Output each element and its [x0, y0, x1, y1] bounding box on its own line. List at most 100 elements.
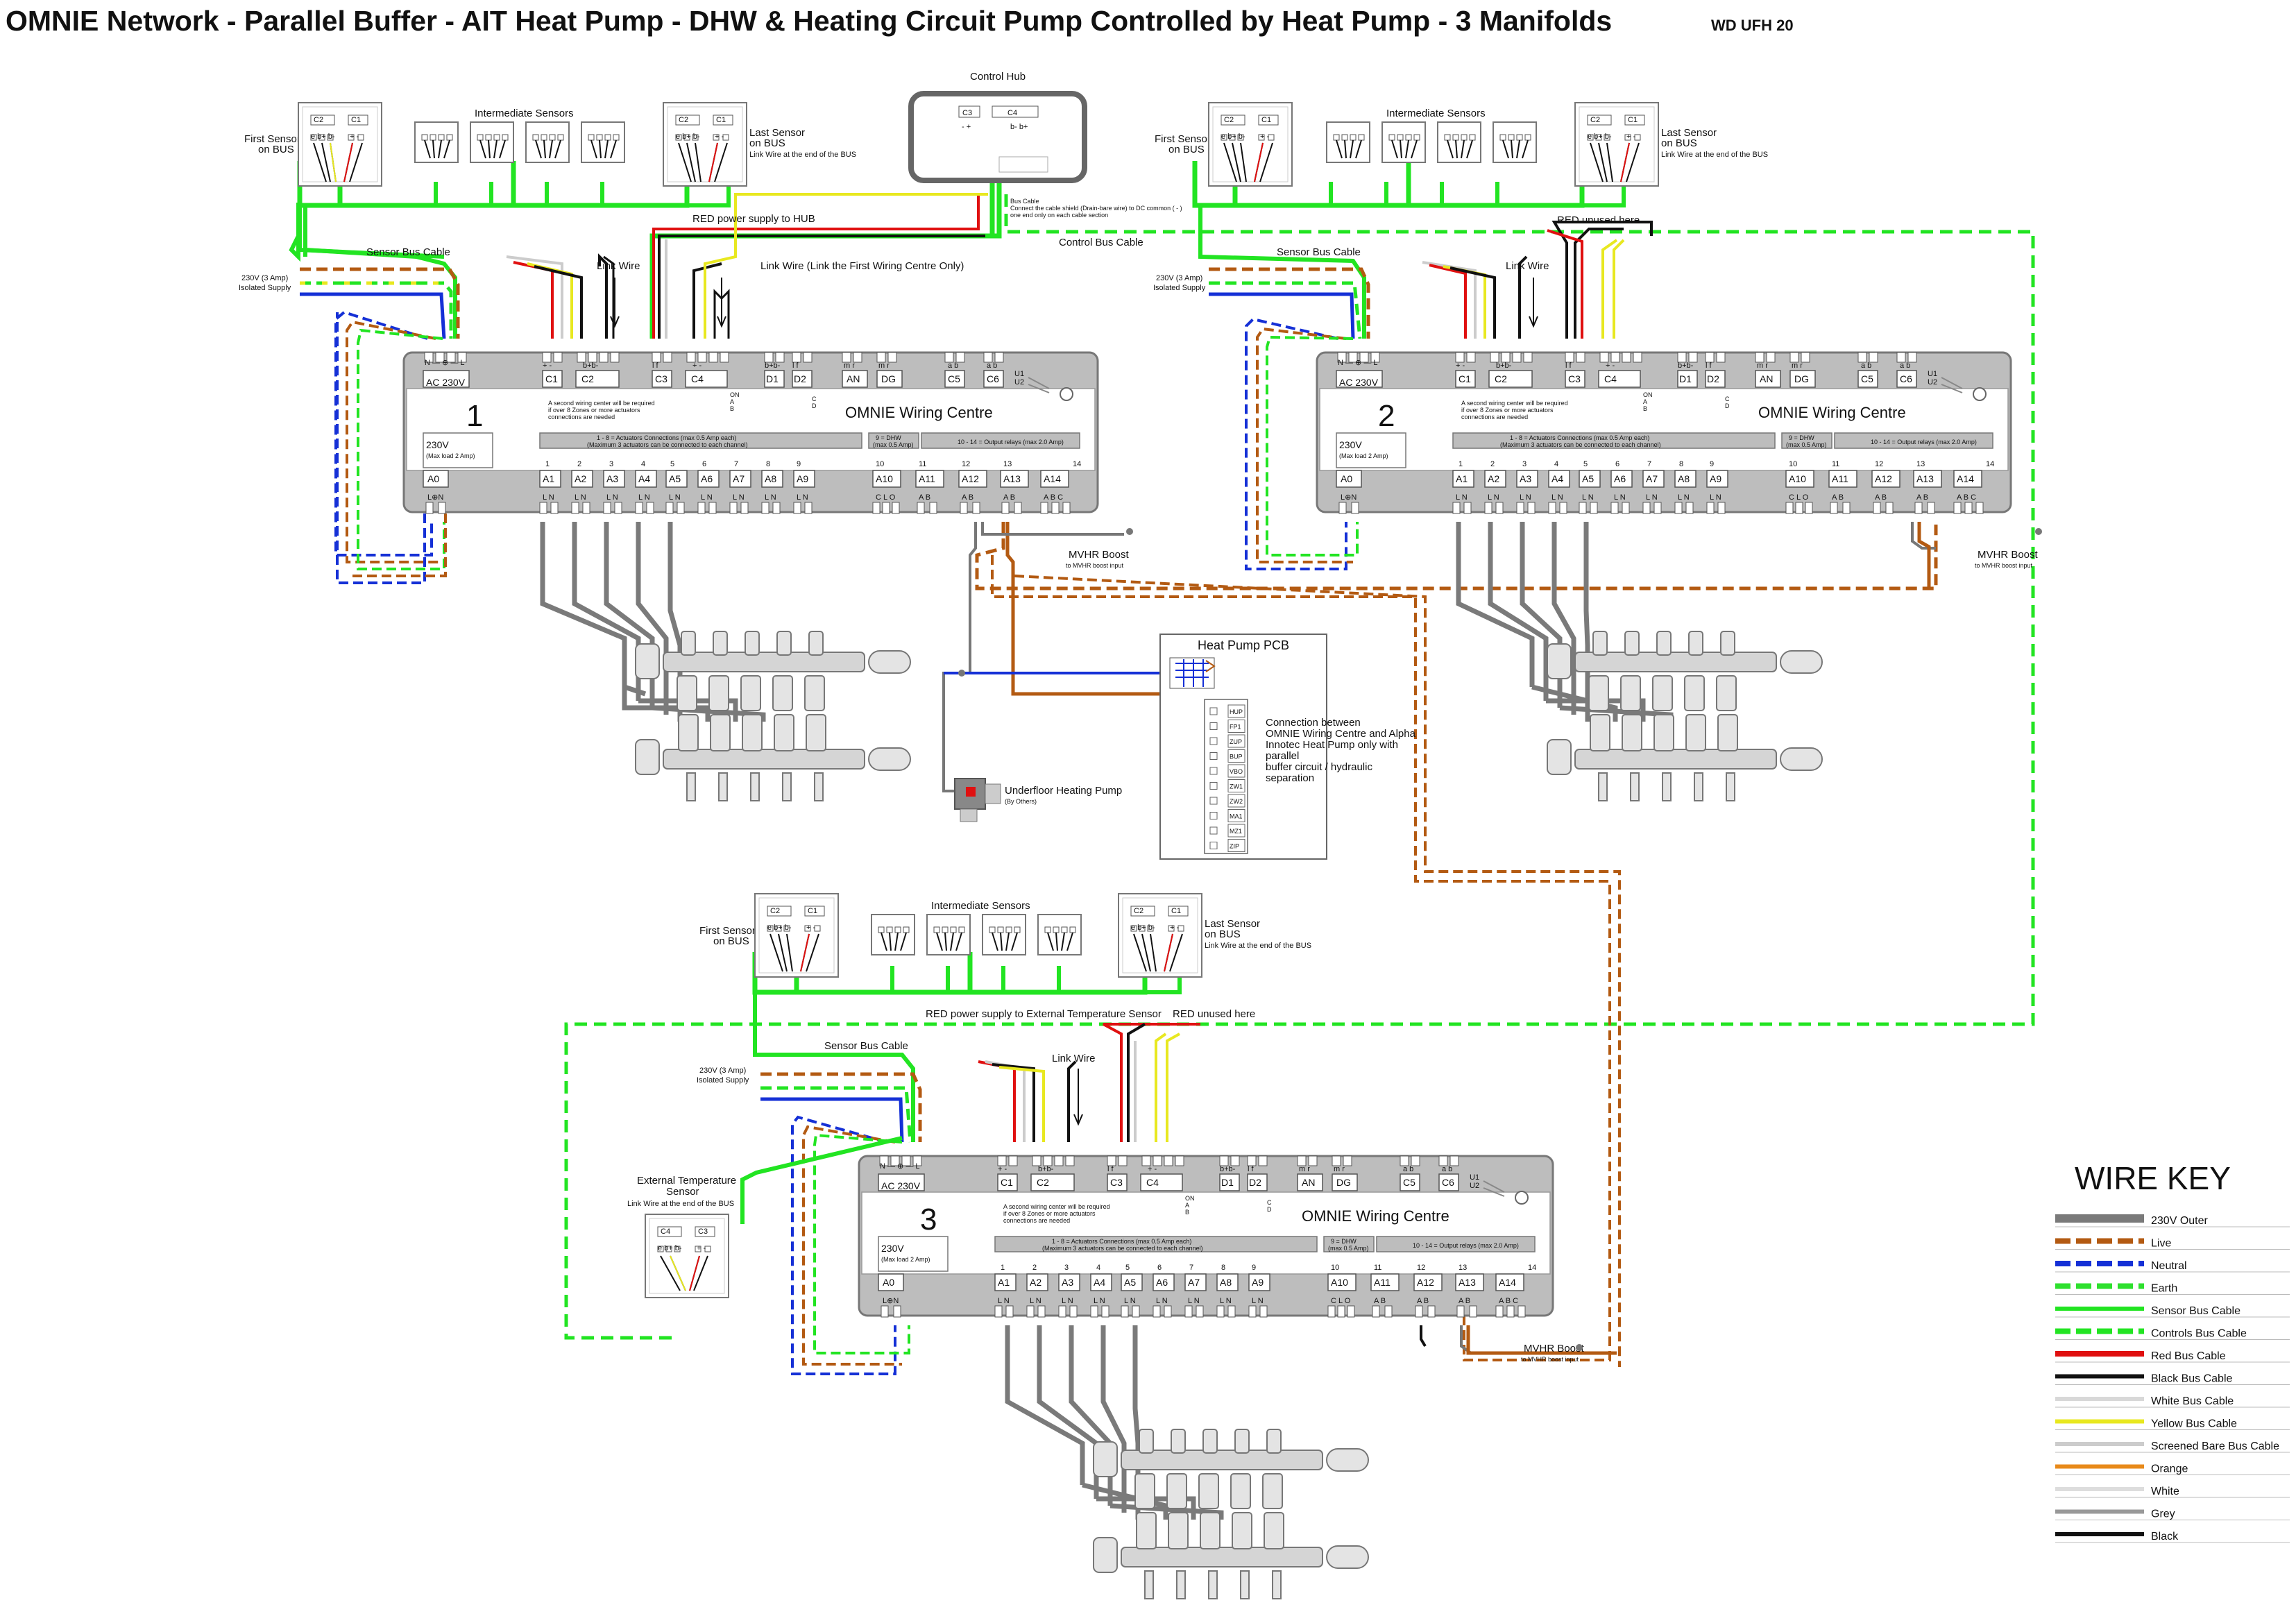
hp-terminal-pin — [1209, 767, 1218, 775]
wc1-top-pins-3: + - — [692, 362, 701, 370]
wc1-bot-a8: A8 — [765, 473, 776, 484]
diagram-title: OMNIE Network - Parallel Buffer - AIT He… — [6, 5, 1612, 37]
wc3-bot-pins-2: L N — [1030, 1297, 1041, 1305]
wc3-dhw-hdr2: (max 0.5 Amp) — [1328, 1245, 1369, 1252]
sensor-c1-pins: + - — [350, 133, 359, 141]
last-sensor-on-bus-2: on BUS — [1661, 137, 1697, 149]
wc1-top-dg: DG — [881, 373, 896, 384]
wc3-top-pins-1: b+b- — [1038, 1165, 1054, 1173]
wc1-bot-pins-1: L N — [543, 493, 554, 502]
wc3-top-c1: C1 — [1001, 1177, 1013, 1188]
wc2-bot-pins-7: L N — [1646, 493, 1658, 502]
wc3-bot-a2: A2 — [1030, 1277, 1041, 1288]
wc2-number: 2 — [1378, 399, 1395, 433]
wc2-bot-pins-11: A B — [1832, 493, 1844, 502]
wc1-name: OMNIE Wiring Centre — [845, 404, 993, 421]
wc3-bot-pins-13: A B — [1459, 1297, 1470, 1305]
hp-terminal-box — [1227, 779, 1245, 792]
hp-term-vbo: VBO — [1230, 768, 1243, 775]
wc1-bot-a14: A14 — [1044, 473, 1061, 484]
mvhr-label-3: MVHR Boost — [1524, 1343, 1585, 1354]
wc2-top-pins-5: l f — [1706, 362, 1712, 370]
supply-label-3a: 230V (3 Amp) — [699, 1067, 746, 1075]
wc3-dhw-hdr1: 9 = DHW — [1331, 1238, 1357, 1245]
wc3-num-9: 9 — [1252, 1264, 1256, 1272]
wc3-bot-a10: A10 — [1331, 1277, 1348, 1288]
wc3-bot-a9: A9 — [1252, 1277, 1264, 1288]
sensor-c1-label-3: C1 — [808, 907, 817, 915]
sensor-c2-pins-2: e b+ b- — [1221, 133, 1245, 141]
sensor-bus-cable-label-3: Sensor Bus Cable — [824, 1040, 908, 1052]
wc2-bot-a13: A13 — [1916, 473, 1934, 484]
wc3-num-1: 1 — [1001, 1264, 1005, 1272]
supply-label-2b: Isolated Supply — [1153, 284, 1206, 292]
wc2-num-7: 7 — [1647, 460, 1651, 468]
wc1-top-pins-7: m r — [878, 362, 890, 370]
wc2-cd-0: C — [1725, 396, 1730, 402]
wc1-bot-pins-9: L N — [797, 493, 808, 502]
intermediate-sensors-label-3: Intermediate Sensors — [931, 900, 1030, 912]
wc2-top-pins-3: + - — [1606, 362, 1615, 370]
wc2-230v: 230V — [1339, 439, 1362, 450]
mvhr-sub-2: to MVHR boost input — [1975, 562, 2033, 569]
sensor-c1-pins-3: + - — [806, 924, 815, 932]
wc3-note-2: if over 8 Zones or more actuators — [1003, 1210, 1096, 1217]
wc1-num-6: 6 — [702, 460, 706, 468]
wc2-top-c1: C1 — [1459, 373, 1471, 384]
wc2-bot-a2: A2 — [1488, 473, 1499, 484]
wc1-bot-pins-6: L N — [701, 493, 713, 502]
ufh-pump-sub: (By Others) — [1005, 798, 1037, 805]
wc2-ac-label: AC 230V — [1339, 377, 1379, 388]
wc1-maxload: (Max load 2 Amp) — [426, 452, 475, 459]
wc1-bot-a13: A13 — [1003, 473, 1021, 484]
wc1-act-hdr2: (Maximum 3 actuators can be connected to… — [587, 441, 748, 448]
sensor-c2-label-3: C2 — [770, 907, 780, 915]
wc2-top-pins-0: + - — [1456, 362, 1465, 370]
wc3-bot-pins-8: L N — [1220, 1297, 1232, 1305]
sensor-c2-label-2: C2 — [1224, 116, 1234, 124]
wc1-bot-a4: A4 — [638, 473, 650, 484]
wc1-top-pins-9: a b — [987, 362, 997, 370]
wc2-top-dg: DG — [1794, 373, 1809, 384]
bus-cable-note-1: Connect the cable shield (Drain-bare wir… — [1010, 205, 1182, 212]
wc2-bot-pins-3: L N — [1520, 493, 1531, 502]
wc2-bot-pins-5: L N — [1582, 493, 1594, 502]
wc2-top-pins-7: m r — [1792, 362, 1803, 370]
hp-note-2: OMNIE Wiring Centre and Alpha — [1266, 728, 1416, 740]
hp-note-3: Innotec Heat Pump only with — [1266, 739, 1398, 751]
wc1-top-c5: C5 — [948, 373, 960, 384]
supply-label-1a: 230V (3 Amp) — [241, 274, 288, 282]
wc2-bot-pins-1: L N — [1456, 493, 1468, 502]
wc1-top-d1: D1 — [766, 373, 779, 384]
wc1-top-pins-0: + - — [543, 362, 552, 370]
ext-c3-pins: + - — [697, 1244, 706, 1252]
wc1-bot-a7: A7 — [733, 473, 745, 484]
wc3-supply-pins: N — ⊕ — L — [880, 1162, 920, 1171]
wc3-top-pins-0: + - — [998, 1165, 1007, 1173]
wc1-num-12: 12 — [962, 460, 970, 468]
supply-label-1b: Isolated Supply — [239, 284, 291, 292]
last-sensor-label-2: Last Sensor — [1661, 127, 1717, 139]
last-sensor-c2-pins-2: e b+ b- — [1588, 133, 1612, 141]
intermediate-sensors-label: Intermediate Sensors — [475, 108, 574, 119]
wire-key-title: WIRE KEY — [2075, 1160, 2231, 1196]
wc2-top-pins-2: l f — [1565, 362, 1572, 370]
wc2-num-13: 13 — [1916, 460, 1925, 468]
drawing-reference: WD UFH 20 — [1711, 17, 1794, 34]
wc1-bot-pins-10: C L O — [876, 493, 896, 502]
wc1-top-pins-6: m r — [844, 362, 855, 370]
wc2-num-9: 9 — [1710, 460, 1714, 468]
wire-key-item-4: Sensor Bus Cable — [2151, 1305, 2240, 1317]
first-sensor-on-bus-3: on BUS — [713, 935, 749, 947]
bus-cable-title: Bus Cable — [1010, 198, 1039, 205]
wc3-top-pins-3: + - — [1148, 1165, 1157, 1173]
wire-key-item-2: Neutral — [2151, 1260, 2187, 1272]
wc3-top-pins-4: b+b- — [1220, 1165, 1236, 1173]
ext-c4-label: C4 — [661, 1227, 670, 1236]
sensor-c2-pins-3: e b+ b- — [767, 924, 792, 932]
mvhr-label-1: MVHR Boost — [1069, 549, 1130, 561]
wc2-u1: U1 — [1928, 370, 1937, 378]
wc3-bot-pins-10: C L O — [1331, 1297, 1351, 1305]
hp-terminal-box — [1227, 839, 1245, 852]
wc1-num-1: 1 — [545, 460, 550, 468]
